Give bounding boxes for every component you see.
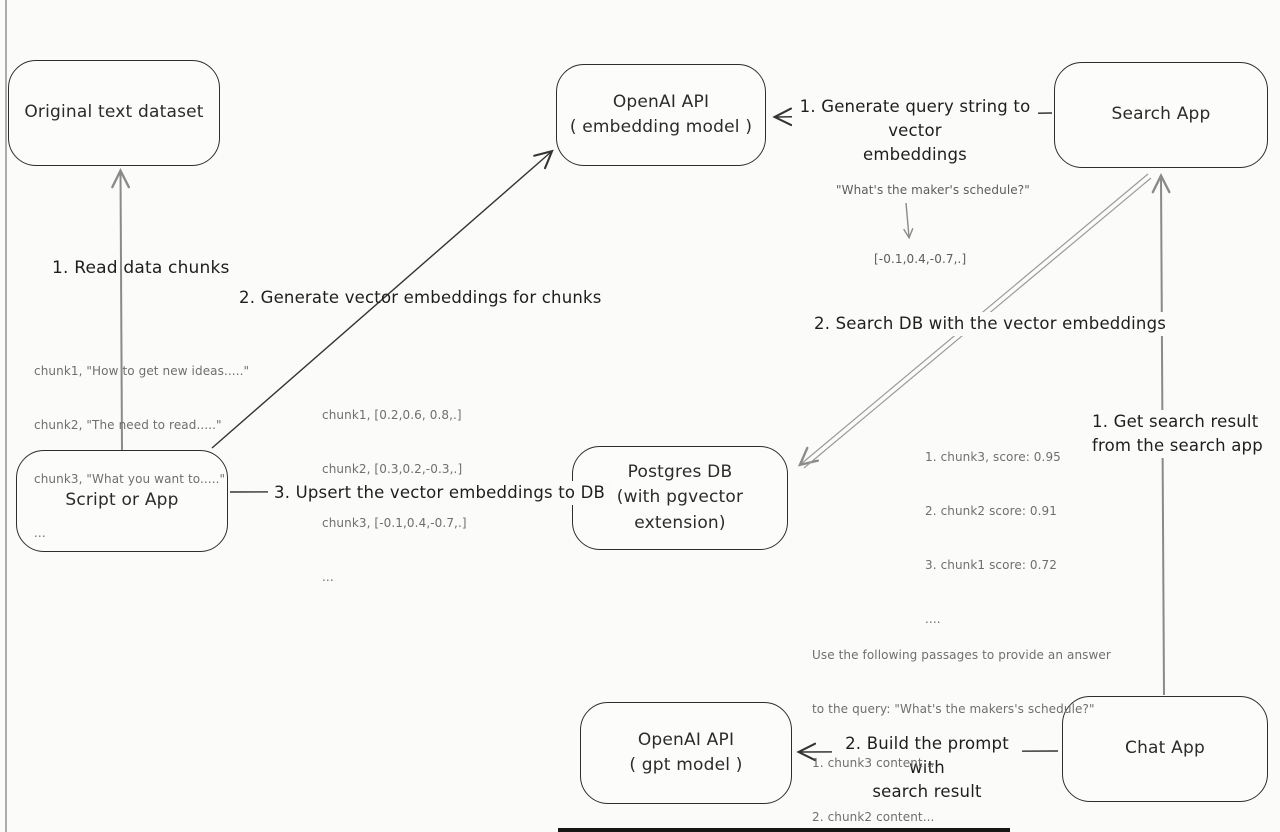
canvas-left-edge	[5, 0, 7, 832]
node-openai-embedding-api-subtitle: ( embedding model )	[569, 117, 753, 137]
annotation-query-text: "What's the maker's schedule?"	[836, 183, 1030, 197]
annotation-chunk-ellipsis: ...	[34, 526, 46, 540]
annotation-score-ellipsis: ....	[925, 612, 941, 626]
annotation-vector-list: chunk1, [0.2,0.6, 0.8,.] chunk2, [0.3,0.…	[322, 370, 467, 622]
node-chat-app-label: Chat App	[1125, 738, 1205, 759]
node-openai-gpt-api-title: OpenAI API	[637, 729, 735, 750]
edge-label-get-result-line1: 1. Get search result	[1092, 412, 1259, 431]
edge-generate-embeddings-arrow	[211, 149, 554, 449]
edge-label-search-db: 2. Search DB with the vector embeddings	[808, 312, 1173, 336]
node-postgres-db-subtitle: (with pgvector extension)	[616, 487, 744, 533]
annotation-chunk-3: chunk3, "What you want to....."	[34, 472, 226, 486]
node-openai-embedding-api: OpenAI API ( embedding model )	[556, 64, 766, 166]
annotation-query-vector: [-0.1,0.4,-0.7,.]	[874, 252, 967, 266]
node-script-or-app-label: Script or App	[65, 490, 179, 511]
annotation-prompt-line3: 1. chunk3 content...	[812, 756, 935, 770]
annotation-vector-3: chunk3, [-0.1,0.4,-0.7,.]	[322, 516, 467, 530]
edge-label-get-result: 1. Get search result from the search app	[1086, 410, 1269, 458]
annotation-score-list: 1. chunk3, score: 0.95 2. chunk2 score: …	[925, 412, 1061, 664]
edge-label-build-prompt-line1: 2. Build the prompt with	[845, 734, 1009, 777]
annotation-vector-1: chunk1, [0.2,0.6, 0.8,.]	[322, 408, 462, 422]
node-original-text-dataset-label: Original text dataset	[24, 102, 204, 123]
annotation-prompt-line1: Use the following passages to provide an…	[812, 648, 1111, 662]
node-search-app-label: Search App	[1111, 104, 1211, 125]
annotation-prompt-line2: to the query: "What's the makers's sched…	[812, 702, 1095, 716]
node-postgres-db-title: Postgres DB	[627, 461, 733, 482]
canvas-bottom-edge	[558, 828, 1010, 832]
annotation-prompt-line4: 2. chunk2 content...	[812, 810, 935, 824]
node-search-app: Search App	[1054, 62, 1268, 168]
edge-label-read-chunks: 1. Read data chunks	[52, 258, 230, 278]
edge-read-chunks-arrow	[111, 168, 130, 453]
annotation-score-3: 3. chunk1 score: 0.72	[925, 558, 1057, 572]
annotation-vector-ellipsis: ...	[322, 570, 334, 584]
edge-label-query-string: 1. Generate query string to vector embed…	[792, 95, 1038, 167]
node-postgres-db: Postgres DB (with pgvector extension)	[572, 446, 788, 550]
annotation-vector-2: chunk2, [0.3,0.2,-0.3,.]	[322, 462, 463, 476]
node-original-text-dataset: Original text dataset	[8, 60, 220, 166]
annotation-chunk-list: chunk1, "How to get new ideas....." chun…	[34, 326, 249, 578]
node-openai-gpt-api-subtitle: ( gpt model )	[629, 755, 743, 775]
annotation-prompt-text: Use the following passages to provide an…	[812, 610, 1111, 832]
annotation-chunk-1: chunk1, "How to get new ideas....."	[34, 364, 250, 378]
edge-label-generate-embeddings: 2. Generate vector embeddings for chunks	[239, 288, 602, 307]
node-openai-gpt-api: OpenAI API ( gpt model )	[580, 702, 792, 804]
edge-label-query-string-line1: 1. Generate query string to vector	[799, 97, 1031, 140]
annotation-score-1: 1. chunk3, score: 0.95	[925, 450, 1061, 464]
edge-label-build-prompt-line2: search result	[872, 781, 982, 801]
node-chat-app: Chat App	[1062, 696, 1268, 802]
node-script-or-app: Script or App	[16, 450, 228, 552]
annotation-chunk-2: chunk2, "The need to read....."	[34, 418, 222, 432]
edge-label-upsert: 3. Upsert the vector embeddings to DB	[268, 481, 612, 505]
edge-label-get-result-line2: from the search app	[1092, 435, 1263, 455]
edge-label-query-string-line2: embeddings	[863, 144, 967, 164]
node-openai-embedding-api-title: OpenAI API	[612, 91, 710, 112]
query-to-vector-arrow	[903, 202, 914, 240]
edge-label-build-prompt: 2. Build the prompt with search result	[832, 732, 1022, 804]
annotation-score-2: 2. chunk2 score: 0.91	[925, 504, 1057, 518]
